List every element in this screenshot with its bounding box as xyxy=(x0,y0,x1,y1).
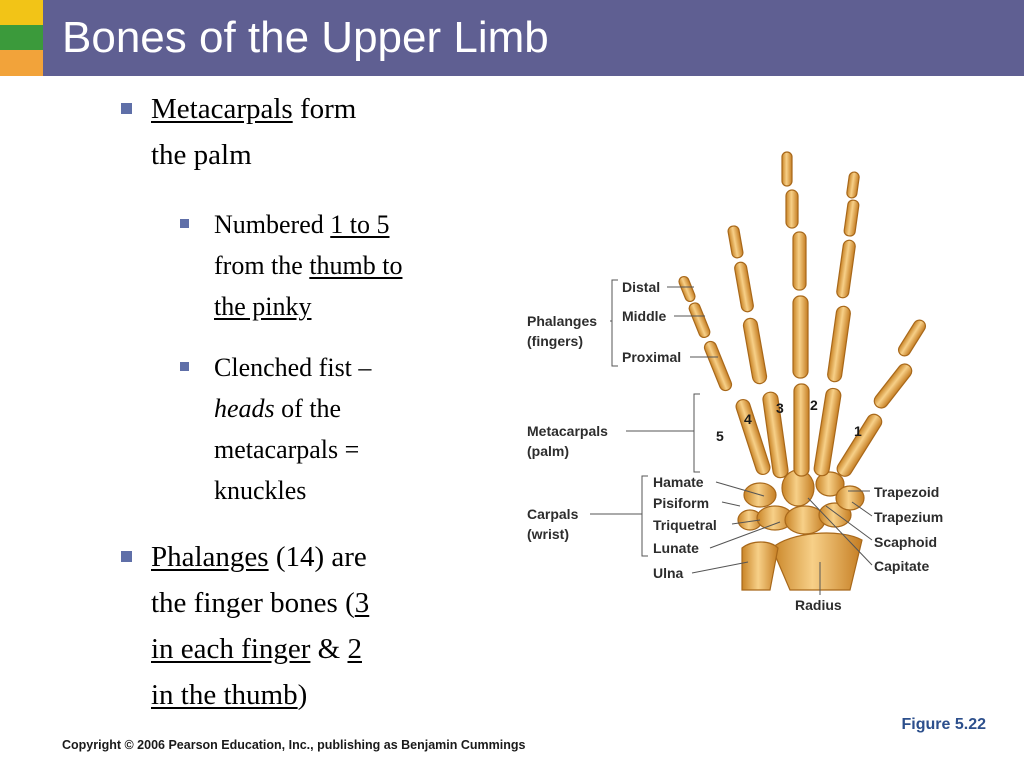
label-phalanges: Phalanges xyxy=(527,313,597,329)
term-phalanges: Phalanges xyxy=(151,541,269,573)
label-radius: Radius xyxy=(795,597,842,613)
copyright-notice: Copyright © 2006 Pearson Education, Inc.… xyxy=(62,738,526,752)
bullet-text: the finger bones ( xyxy=(151,587,355,619)
metacarpal-2 xyxy=(813,387,842,477)
bullet-text: form xyxy=(292,93,357,125)
label-trapezoid: Trapezoid xyxy=(874,484,939,500)
title-bar xyxy=(43,0,1024,76)
label-scaphoid: Scaphoid xyxy=(874,534,937,550)
label-carpals: Carpals xyxy=(527,506,579,522)
bullet-marker xyxy=(180,219,189,228)
phalanx xyxy=(792,231,807,291)
phalanx xyxy=(873,363,913,409)
corner-block-yellow xyxy=(0,0,43,25)
bullet-marker xyxy=(180,362,189,371)
phalanx xyxy=(742,317,768,385)
metacarpal-3 xyxy=(793,383,810,477)
leader-lines xyxy=(590,279,873,595)
label-metacarpals-sub: (palm) xyxy=(527,443,569,459)
bullet-marker xyxy=(121,103,132,114)
phalanx xyxy=(727,225,744,259)
underlined-text: 2 xyxy=(347,633,362,665)
bullet-text: (14) are xyxy=(268,541,367,573)
bullet-text: the palm xyxy=(151,139,252,171)
italic-text: heads xyxy=(214,394,275,423)
ulna-bone xyxy=(741,541,779,591)
phalanx xyxy=(897,319,927,357)
label-trapezium: Trapezium xyxy=(874,509,943,525)
underlined-text: the pinky xyxy=(214,292,312,321)
metacarpal-number-2: 2 xyxy=(810,397,818,413)
label-triquetral: Triquetral xyxy=(653,517,717,533)
hand-bones-diagram: Distal Middle Proximal Phalanges (finger… xyxy=(527,151,943,613)
label-ulna: Ulna xyxy=(653,565,684,581)
label-distal: Distal xyxy=(622,279,660,295)
phalanx xyxy=(678,275,696,303)
label-hamate: Hamate xyxy=(653,474,704,490)
radius-bone xyxy=(771,532,863,591)
bullet-metacarpals: Metacarpals form the palm xyxy=(121,86,357,178)
carpal-bone xyxy=(815,471,845,497)
label-pisiform: Pisiform xyxy=(653,495,709,511)
underlined-text: 3 xyxy=(354,587,370,619)
term-metacarpals: Metacarpals xyxy=(151,93,293,125)
slide-title: Bones of the Upper Limb xyxy=(62,13,549,62)
phalanx xyxy=(846,171,860,199)
metacarpal-number-1: 1 xyxy=(854,423,862,439)
underlined-text: 1 to 5 xyxy=(330,210,390,239)
label-carpals-sub: (wrist) xyxy=(527,526,569,542)
bullet-text: of the xyxy=(274,394,342,423)
bullet-text: Numbered xyxy=(214,210,331,239)
metacarpal-number-3: 3 xyxy=(776,400,784,416)
bullet-phalanges: Phalanges (14) are the finger bones (3 i… xyxy=(121,534,370,718)
underlined-text: thumb to xyxy=(309,251,403,280)
label-lunate: Lunate xyxy=(653,540,699,556)
figure-label: Figure 5.22 xyxy=(901,716,986,733)
phalanx xyxy=(703,340,733,392)
phalanx xyxy=(843,199,860,237)
bullet-text: & xyxy=(310,633,348,665)
corner-block-orange xyxy=(0,50,43,76)
carpal-bone xyxy=(835,485,865,511)
label-proximal: Proximal xyxy=(622,349,681,365)
underlined-text: in each finger xyxy=(151,633,311,665)
hand-illustration xyxy=(678,151,927,591)
phalanx xyxy=(792,295,809,379)
label-phalanges-sub: (fingers) xyxy=(527,333,583,349)
subbullet-clenched-fist: Clenched fist – heads of the metacarpals… xyxy=(180,347,372,511)
metacarpal-number-5: 5 xyxy=(716,428,724,444)
phalanx xyxy=(785,189,799,229)
phalanx xyxy=(836,239,856,299)
phalanx xyxy=(688,302,711,339)
underlined-text: in the thumb xyxy=(151,679,298,711)
phalanx xyxy=(827,305,851,383)
bullet-text: from the xyxy=(214,251,310,280)
bullet-text: ) xyxy=(297,679,308,711)
corner-block-green xyxy=(0,25,43,50)
bullet-text: Clenched fist – xyxy=(214,353,372,382)
phalanx xyxy=(734,261,754,313)
metacarpal-1 xyxy=(836,413,883,477)
label-capitate: Capitate xyxy=(874,558,929,574)
label-metacarpals: Metacarpals xyxy=(527,423,608,439)
bullet-marker xyxy=(121,551,132,562)
bullet-text: metacarpals = xyxy=(214,435,360,464)
metacarpal-4 xyxy=(762,391,789,479)
phalanx xyxy=(781,151,793,187)
metacarpal-number-4: 4 xyxy=(744,411,752,427)
label-middle: Middle xyxy=(622,308,667,324)
metacarpal-5 xyxy=(735,398,771,476)
bullet-text: knuckles xyxy=(214,476,307,505)
subbullet-numbered: Numbered 1 to 5 from the thumb to the pi… xyxy=(180,204,403,327)
